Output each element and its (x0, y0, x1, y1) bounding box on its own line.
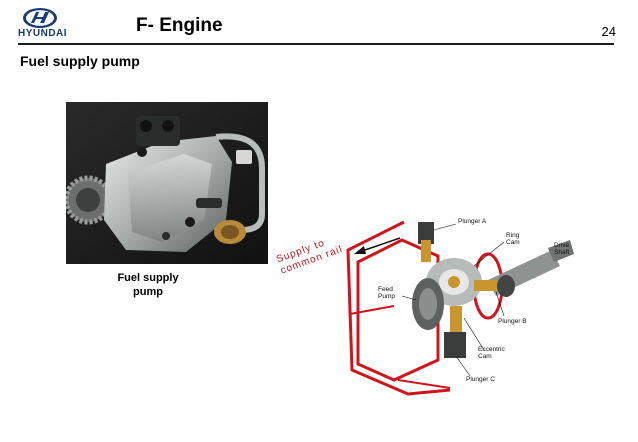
label-feed-pump: Feed Pump (378, 286, 395, 300)
label-ring-cam: Ring Cam (506, 232, 520, 246)
brand-wordmark: HYUNDAI (18, 28, 68, 39)
page-title: F- Engine (136, 15, 223, 36)
pump-cutaway-diagram: Plunger A Ring Cam Drive Shaft Feed Pump… (338, 210, 580, 406)
photo-caption: Fuel supply pump (100, 271, 196, 299)
photo-caption-line-1: Fuel supply (117, 272, 179, 284)
label-feed-pump-line-2: Pump (378, 293, 395, 300)
label-drive-shaft-line-1: Drive (554, 242, 570, 249)
hyundai-logo-icon (23, 8, 57, 28)
label-ring-cam-line-2: Cam (506, 239, 520, 246)
label-ring-cam-line-1: Ring (506, 232, 520, 239)
label-feed-pump-line-1: Feed (378, 286, 393, 293)
label-plunger-c: Plunger C (466, 376, 495, 383)
label-eccentric-cam-line-2: Cam (478, 353, 492, 360)
label-eccentric-cam-line-1: Eccentric (478, 346, 505, 353)
supply-arrow-icon (354, 237, 401, 254)
photo-caption-line-2: pump (133, 286, 163, 298)
slide-subtitle: Fuel supply pump (20, 53, 140, 69)
header-divider (18, 43, 614, 45)
label-drive-shaft: Drive Shaft (554, 242, 569, 256)
label-eccentric-cam: Eccentric Cam (478, 346, 505, 360)
label-drive-shaft-line-2: Shaft (554, 249, 570, 256)
fuel-pump-photo (66, 102, 268, 264)
page-number: 24 (601, 24, 616, 39)
label-plunger-a: Plunger A (458, 218, 487, 225)
label-plunger-b: Plunger B (498, 318, 527, 325)
